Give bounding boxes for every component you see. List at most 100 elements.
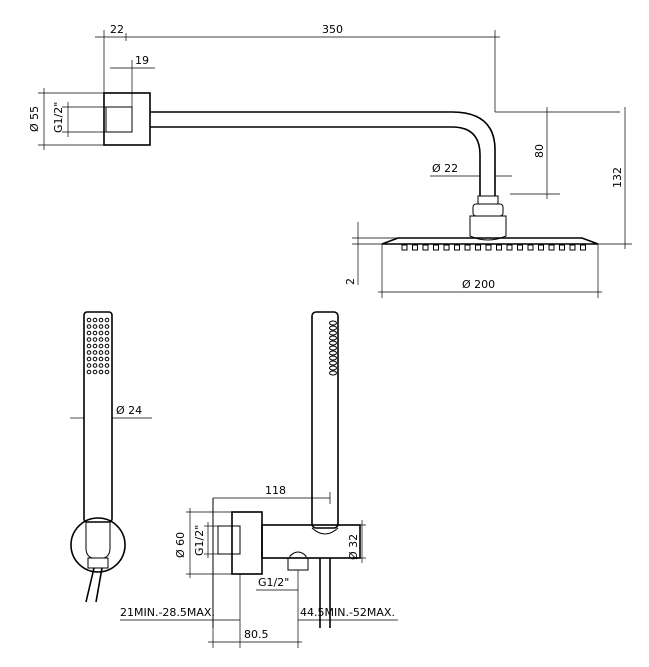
dim-label-hose-thread: G1/2" <box>258 576 289 589</box>
nozzle <box>443 244 450 251</box>
hand-nozzle <box>104 363 110 368</box>
side-nozzle <box>329 370 337 376</box>
nozzle <box>496 244 502 251</box>
dim-label-outlet-flange: Ø 60 <box>174 532 187 558</box>
outlet-dimension-labels: 118 Ø 60 G1/2" Ø 32 G1/2" 21MIN.-28.5MAX… <box>120 484 395 641</box>
nozzle <box>517 244 523 251</box>
dim-label-118: 118 <box>265 484 286 497</box>
handset-grip <box>85 522 111 559</box>
holder-cup <box>311 527 339 535</box>
side-nozzle <box>329 365 337 371</box>
hand-nozzle <box>86 330 92 336</box>
side-nozzle <box>329 355 337 361</box>
hand-nozzle <box>98 330 104 336</box>
hand-nozzle <box>104 369 110 375</box>
hand-nozzle <box>86 343 92 349</box>
shower-arm-view <box>103 92 599 251</box>
nozzle <box>527 244 534 251</box>
hand-nozzle <box>98 343 104 349</box>
nozzle <box>580 244 586 251</box>
nozzle <box>401 244 408 251</box>
hand-nozzle <box>92 317 98 323</box>
hand-nozzle <box>98 356 104 362</box>
dim-label-wall-range-right: 44.5MIN.-52MAX. <box>300 606 395 619</box>
dim-label-head-dia: Ø 200 <box>462 278 495 291</box>
hand-nozzle <box>86 369 92 375</box>
head-connector <box>469 215 507 241</box>
nozzle <box>454 244 460 251</box>
side-nozzle <box>329 360 337 366</box>
dim-label-19: 19 <box>135 54 149 67</box>
arm-connector <box>105 106 133 133</box>
arm-bend-outer <box>451 111 496 196</box>
hand-nozzle <box>86 363 92 368</box>
dim-label-handset-dia: Ø 24 <box>116 404 142 417</box>
handset-nozzle-pattern <box>86 317 110 375</box>
nozzle <box>422 244 429 251</box>
hand-nozzle <box>104 324 110 329</box>
dim-label-132: 132 <box>611 167 624 188</box>
hand-nozzle <box>98 324 104 329</box>
hand-nozzle <box>98 369 104 375</box>
hand-nozzle <box>104 330 110 336</box>
hand-shower-view: Ø 24 <box>70 311 152 603</box>
handset-side-nozzles <box>329 320 337 376</box>
hose-nut <box>87 557 109 569</box>
outlet-body <box>261 524 361 559</box>
hand-nozzle <box>86 324 92 329</box>
hand-nozzle <box>104 343 110 349</box>
dim-label-22: 22 <box>110 23 124 36</box>
hand-nozzle <box>104 350 110 355</box>
hand-nozzle <box>104 356 110 362</box>
hand-nozzle <box>92 356 98 362</box>
side-nozzle <box>329 345 337 351</box>
dim-label-350: 350 <box>322 23 343 36</box>
nozzle <box>412 244 418 251</box>
arm-bend-inner <box>451 126 481 196</box>
hand-nozzle <box>104 317 110 323</box>
dim-label-arm-thread: G1/2" <box>52 102 65 133</box>
dim-label-flange-dia: Ø 55 <box>28 106 41 132</box>
side-nozzle <box>329 330 337 336</box>
wall-outlet-view <box>212 311 361 628</box>
side-nozzle <box>329 325 337 331</box>
ball-joint <box>472 203 504 217</box>
hand-nozzle <box>92 330 98 336</box>
nozzle <box>485 244 492 251</box>
nozzle <box>506 244 513 251</box>
hand-nozzle <box>92 337 98 342</box>
nozzle <box>475 244 481 251</box>
handset-side <box>311 311 339 529</box>
side-nozzle <box>329 350 337 356</box>
hand-nozzle <box>86 317 92 323</box>
nozzle <box>464 244 471 251</box>
dim-label-2: 2 <box>344 278 357 285</box>
side-nozzle <box>329 335 337 341</box>
arm-dimensions <box>38 30 632 298</box>
dim-label-holder-dia: Ø 32 <box>347 534 360 560</box>
hose-elbow <box>289 551 307 558</box>
hand-nozzle <box>98 317 104 323</box>
hand-nozzle <box>92 350 98 355</box>
hand-nozzle <box>98 350 104 355</box>
nozzle <box>548 244 555 251</box>
dim-label-wall-range-left: 21MIN.-28.5MAX. <box>120 606 215 619</box>
handset-body <box>83 311 113 523</box>
hose-connector <box>287 557 309 571</box>
dim-label-80: 80 <box>533 144 546 158</box>
outlet-dimensions <box>120 492 398 648</box>
hand-nozzle <box>98 337 104 342</box>
nozzle <box>569 244 576 251</box>
nozzle <box>538 244 544 251</box>
hand-nozzle <box>92 369 98 375</box>
dim-label-tube-dia: Ø 22 <box>432 162 458 175</box>
hand-nozzle <box>98 363 104 368</box>
arm-nut <box>477 195 499 205</box>
arm-dimension-labels: 22 350 19 Ø 55 G1/2" 80 132 Ø 22 2 Ø 200 <box>28 23 624 291</box>
hand-nozzle <box>92 324 98 329</box>
shower-head-nozzles <box>401 244 586 251</box>
hand-nozzle <box>92 343 98 349</box>
hand-nozzle <box>92 363 98 368</box>
hand-nozzle <box>86 356 92 362</box>
